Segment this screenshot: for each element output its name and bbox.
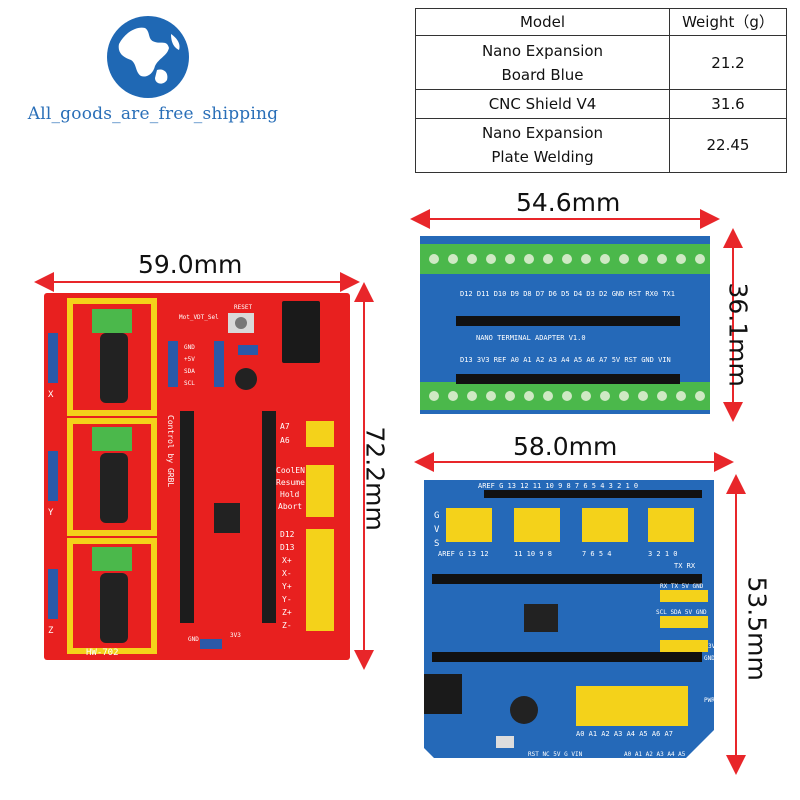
terminal-adapter-board: D12 D11 D10 D9 D8 D7 D6 D5 D4 D3 D2 GND …: [420, 236, 710, 414]
table-row: Nano Expansion Plate Welding 22.45: [415, 117, 787, 174]
silk-label: GND: [188, 636, 199, 643]
silk-label: SCL: [184, 380, 195, 387]
silk-label: TX RX: [674, 562, 696, 570]
silk-label: Abort: [278, 502, 302, 511]
silk-label: 3V3: [230, 632, 241, 639]
silk-label: X: [48, 390, 54, 400]
silk-label: RX TX 5V GND: [660, 583, 704, 590]
silk-label: Z-: [282, 621, 292, 630]
io-height-label: 53.5mm: [742, 576, 772, 681]
weight-cell: 22.45: [669, 117, 787, 174]
silk-label: +5V: [184, 356, 195, 363]
terminal-width-label: 54.6mm: [516, 188, 621, 217]
silk-label: X-: [282, 569, 292, 578]
top-pin-labels: AREF G 13 12 11 10 9 8 7 6 5 4 3 2 1 0: [478, 482, 638, 490]
driver-socket-y: [67, 418, 157, 536]
cnc-shield-board: Mot_VDT_Sel RESET GND +5V SDA SCL Contro…: [44, 293, 350, 660]
model-cell: Nano Expansion Board Blue: [415, 34, 670, 91]
silk-label: Y: [48, 508, 54, 518]
silk-label: RST NC 5V G VIN: [528, 751, 583, 758]
logo-text: All_goods_are_free_shipping: [27, 104, 279, 124]
silk-label: Hold: [280, 490, 299, 499]
bottom-pin-labels: D13 3V3 REF A0 A1 A2 A3 A4 A5 A6 A7 5V R…: [460, 356, 671, 364]
column-header-weight: Weight（g）: [669, 8, 787, 36]
silk-label: AREF G 13 12: [438, 550, 489, 558]
table-row: Nano Expansion Board Blue 21.2: [415, 34, 787, 91]
table-row: CNC Shield V4 31.6: [415, 89, 787, 119]
silk-label: SCL SDA 5V GND: [656, 609, 707, 616]
silk-label: RESET: [234, 304, 252, 311]
io-width-label: 58.0mm: [513, 432, 618, 461]
board-title: NANO TERMINAL ADAPTER V1.0: [476, 334, 586, 342]
globe-icon: [107, 16, 189, 98]
silk-label: GND: [184, 344, 195, 351]
silk-label: PWR: [704, 697, 715, 704]
model-line: Plate Welding: [491, 148, 594, 167]
silk-label: A0 A1 A2 A3 A4 A5 A6 A7: [576, 730, 673, 738]
weight-cell: 21.2: [669, 34, 787, 91]
model-cell: Nano Expansion Plate Welding: [415, 117, 670, 174]
silk-label: Y-: [282, 595, 292, 604]
driver-socket-x: [67, 298, 157, 416]
silk-label: D13: [280, 543, 295, 552]
terminal-height-label: 36.1mm: [723, 282, 753, 387]
silk-label: CoolEN: [276, 466, 305, 475]
table-header-row: Model Weight（g）: [415, 8, 787, 36]
silk-label: S: [434, 539, 439, 549]
model-cell: CNC Shield V4: [415, 89, 670, 119]
silk-label: Z: [48, 626, 54, 636]
silk-label: A6: [280, 436, 290, 445]
silk-label: 7 6 5 4: [582, 550, 612, 558]
silk-label: A7: [280, 422, 290, 431]
model-label: HW-702: [86, 648, 119, 658]
weight-table: Model Weight（g） Nano Expansion Board Blu…: [415, 8, 787, 174]
silk-label: X+: [282, 556, 292, 565]
silk-label: 3V3: [708, 643, 719, 650]
silk-label: V: [434, 525, 440, 535]
silk-label: Mot_VDT_Sel: [179, 314, 219, 321]
driver-socket-z: [67, 538, 157, 654]
silk-label: D12: [280, 530, 295, 539]
silk-label: Resume: [276, 478, 305, 487]
cnc-height-label: 72.2mm: [360, 426, 390, 531]
silk-label: A0 A1 A2 A3 A4 A5: [624, 751, 686, 758]
silk-label: Y+: [282, 582, 292, 591]
io-expansion-board: AREF G 13 12 11 10 9 8 7 6 5 4 3 2 1 0 G…: [424, 480, 719, 758]
model-line: Nano Expansion: [481, 124, 604, 143]
model-line: Board Blue: [501, 65, 584, 84]
model-line: Nano Expansion: [481, 41, 604, 60]
top-pin-labels: D12 D11 D10 D9 D8 D7 D6 D5 D4 D3 D2 GND …: [460, 290, 675, 298]
silk-label: Z+: [282, 608, 292, 617]
silk-label: Control by GRBL: [166, 415, 175, 487]
column-header-model: Model: [415, 8, 670, 36]
silk-label: SDA: [184, 368, 195, 375]
silk-label: G: [434, 511, 439, 521]
cnc-width-label: 59.0mm: [138, 250, 243, 279]
silk-label: GND: [704, 655, 715, 662]
silk-label: 3 2 1 0: [648, 550, 678, 558]
silk-label: 11 10 9 8: [514, 550, 552, 558]
weight-cell: 31.6: [669, 89, 787, 119]
